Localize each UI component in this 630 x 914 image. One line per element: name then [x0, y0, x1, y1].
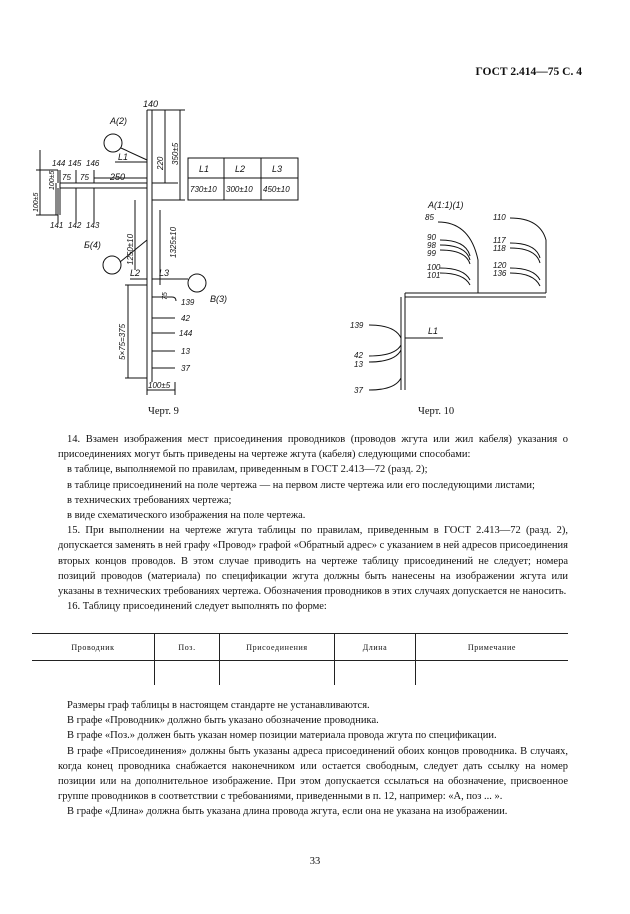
fig9-right-num-4: 13 [181, 347, 190, 356]
figure-9-harness-drawing: 140 А(2) L1 144 145 146 75 75 250 141 14… [33, 99, 299, 395]
col-header-pos: Поз. [154, 633, 220, 661]
fig9-conn-b: Б(4) [84, 240, 101, 250]
fig9-table-head-3: L3 [272, 164, 282, 174]
paragraph-length-col: В графе «Длина» должна быть указана длин… [67, 806, 508, 818]
fig9-dim-75b: 75 [80, 173, 89, 182]
paragraph-14-item-1: в таблице, выполняемой по правилам, прив… [67, 464, 428, 476]
fig9-bot-num-2: 142 [68, 221, 82, 230]
main-text: 14. Взамен изображения мест присоединени… [58, 432, 568, 614]
col-header-connections: Присоединения [219, 633, 335, 661]
fig9-top-num-2: 145 [68, 159, 82, 168]
fig10-left-num-5: 100 [427, 263, 441, 272]
paragraph-14-item-4: в виде схематического изображения на пол… [67, 510, 306, 522]
paragraph-14: 14. Взамен изображения мест присоединени… [58, 434, 568, 461]
fig10-bottom-num-4: 37 [354, 386, 363, 395]
fig10-right-num-5: 136 [493, 269, 507, 278]
fig10-bottom-num-3: 13 [354, 360, 363, 369]
fig9-table-val-1: 730±10 [190, 185, 217, 194]
fig9-top-num-1: 144 [52, 159, 66, 168]
fig9-n140: 140 [143, 99, 158, 109]
fig10-right-num-3: 118 [493, 244, 506, 253]
fig9-dim-350: 350±5 [171, 142, 180, 165]
col-header-length: Длина [334, 633, 416, 661]
fig9-conn-a: А(2) [109, 116, 127, 126]
fig9-dim-100c: 100±5 [148, 381, 171, 390]
fig10-conn: А(1:1)(1) [427, 200, 464, 210]
connections-form-table: Проводник Поз. Присоединения Длина Приме… [32, 633, 568, 685]
fig9-bot-num-1: 141 [50, 221, 63, 230]
fig9-l3-label: L3 [159, 268, 169, 278]
fig9-dim-1325: 1325±10 [169, 226, 178, 258]
fig9-dim-220: 220 [156, 156, 165, 171]
fig10-left-num-2: 90 [427, 233, 436, 242]
paragraph-conductor-col: В графе «Проводник» должно быть указано … [67, 715, 379, 727]
fig9-table-val-2: 300±10 [226, 185, 253, 194]
fig9-dim-100a: 100±5 [33, 192, 40, 212]
figure-9-caption: Черт. 9 [148, 406, 179, 417]
paragraph-14-item-2: в таблице присоединений на поле чертежа … [67, 479, 535, 491]
fig10-right-num-1: 110 [493, 213, 506, 222]
paragraph-14-item-3: в технических требованиях чертежа; [67, 494, 232, 506]
fig10-right-num-2: 117 [493, 236, 506, 245]
fig10-left-num-4: 99 [427, 249, 436, 258]
fig9-conn-v: В(3) [210, 294, 227, 304]
fig10-left-num-1: 85 [425, 213, 434, 222]
paragraph-16: 16. Таблицу присоединений следует выполн… [67, 601, 327, 613]
fig9-l2-label: L2 [130, 268, 140, 278]
fig9-table-head-1: L1 [199, 164, 209, 174]
fig10-bottom-num-2: 42 [354, 351, 363, 360]
paragraph-table-sizes: Размеры граф таблицы в настоящем стандар… [67, 700, 370, 711]
fig9-table-val-3: 450±10 [263, 185, 290, 194]
paragraph-connections-col: В графе «Присоединения» должны быть указ… [58, 745, 568, 803]
fig9-dim-75a: 75 [62, 173, 71, 182]
fig9-right-num-2: 42 [181, 314, 190, 323]
figure-10-caption: Черт. 10 [418, 406, 455, 417]
fig9-dim-250: 250 [109, 172, 125, 182]
fig9-dim-100b: 100±5 [49, 170, 56, 190]
fig9-table-head-2: L2 [235, 164, 245, 174]
fig9-l1-label: L1 [118, 152, 128, 162]
page-header: ГОСТ 2.414—75 С. 4 [475, 66, 582, 78]
fig10-left-num-6: 101 [427, 271, 440, 280]
fig9-dim-75c: 75 [162, 292, 169, 300]
fig9-right-num-5: 37 [181, 364, 190, 373]
fig10-left-num-3: 98 [427, 241, 436, 250]
fig9-top-num-3: 146 [86, 159, 100, 168]
fig10-right-num-4: 120 [493, 261, 507, 270]
fig10-l1-label: L1 [428, 326, 438, 336]
paragraph-15: 15. При выполнении на чертеже жгута табл… [58, 525, 568, 598]
table-row [32, 660, 568, 685]
paragraph-pos-col: В графе «Поз.» должен быть указан номер … [67, 730, 497, 742]
col-header-conductor: Проводник [32, 633, 155, 661]
fig9-right-num-3: 144 [179, 329, 193, 338]
fig10-bottom-num-1: 139 [350, 321, 364, 330]
fig9-dim-5x75: 5×75=375 [118, 323, 127, 360]
figure-10-harness-diagram: А(1:1)(1) 85 90 98 99 100 101 110 117 11… [350, 200, 547, 395]
main-text-continued: Размеры граф таблицы в настоящем стандар… [58, 698, 568, 820]
page-number: 33 [309, 856, 321, 867]
col-header-note: Примечание [415, 633, 568, 661]
fig9-bot-num-3: 143 [86, 221, 100, 230]
fig9-dim-1250: 1250±10 [126, 233, 135, 265]
fig9-right-num-1: 139 [181, 298, 195, 307]
